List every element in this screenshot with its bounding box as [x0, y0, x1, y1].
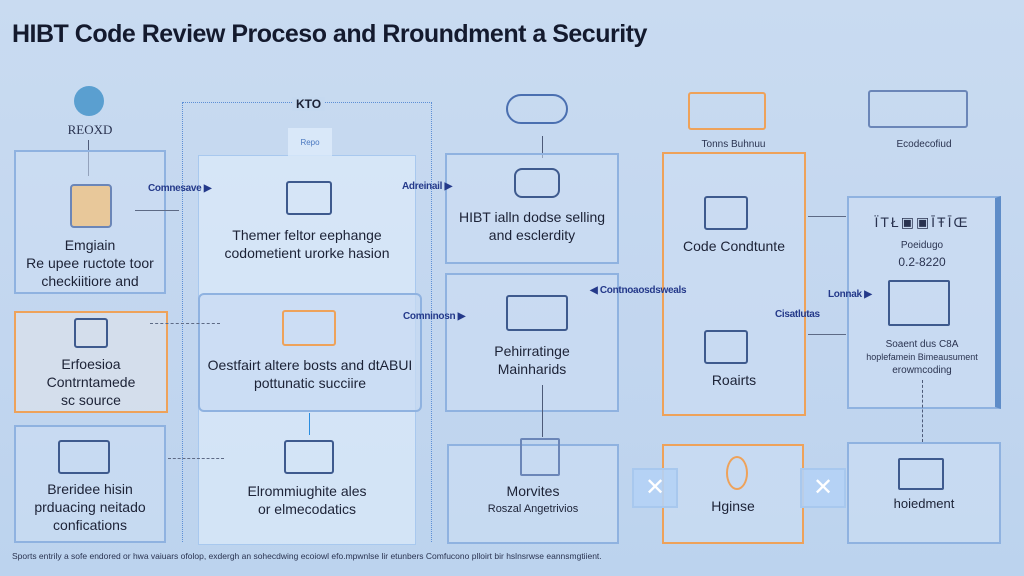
cloud-icon — [506, 94, 568, 124]
col5-codes: ÏTŁ▣▣ĪŦĪŒ — [874, 214, 970, 230]
flow-label-e: Lonnak ▶ — [828, 289, 872, 300]
flow-label-b: Adreinail ▶ — [402, 181, 452, 192]
laptop-icon — [704, 196, 748, 230]
flow-label-f: Cisatlutas — [775, 309, 820, 320]
close-icon[interactable]: ✕ — [632, 468, 678, 508]
col4-item-2: Roairts — [711, 372, 757, 388]
monitor-icon — [74, 318, 108, 348]
laptop-icon — [704, 330, 748, 364]
center-box-2[interactable] — [198, 293, 422, 412]
flow-label-c: Comninosn ▶ — [403, 311, 466, 322]
center-header: KTO — [292, 97, 326, 111]
connector — [808, 334, 846, 335]
security-badge-icon — [514, 168, 560, 198]
connector — [150, 323, 220, 324]
whiteboard-icon — [888, 280, 950, 326]
col4-header: Tonns Buhnuu — [701, 139, 766, 150]
col5-sub2: 0.2-8220 — [898, 255, 946, 269]
arrow-down — [542, 385, 543, 437]
col3-box-3[interactable] — [447, 444, 619, 544]
connector — [808, 216, 846, 217]
devices-icon — [868, 90, 968, 128]
center-tab[interactable]: Repo — [288, 128, 332, 156]
flow-label-a: Comnesave ▶ — [148, 183, 212, 194]
center-tab-label: Repo — [300, 138, 320, 147]
shield-icon — [726, 456, 748, 490]
page-title: HIBT Code Review Proceso and Rroundment … — [12, 20, 647, 48]
col5-header: Ecodecofiud — [896, 139, 952, 150]
dashboard-icon — [898, 458, 944, 490]
close-icon[interactable]: ✕ — [800, 468, 846, 508]
col5-bottom-text: hoiedment — [893, 496, 955, 511]
server-icon — [506, 295, 568, 331]
arrow-down — [309, 413, 310, 435]
footer-note: Sports entrily a sofe endored or hwa vai… — [12, 551, 602, 561]
col5-box[interactable] — [847, 196, 1001, 409]
col4-bottom-text: Hginse — [711, 498, 755, 514]
arrow-down — [542, 136, 543, 158]
documents-icon — [282, 310, 336, 346]
connector — [135, 210, 179, 211]
arrow-up — [922, 380, 923, 442]
flow-label-d: ◀ Contnoaosdsweals — [590, 285, 687, 296]
building-icon — [70, 184, 112, 228]
repo-badge-icon — [74, 86, 104, 116]
laptop-icon — [284, 440, 334, 474]
col4-item-1: Code Condtunte — [683, 238, 785, 254]
left-box-2[interactable] — [14, 311, 168, 413]
top-left-label: REOXD — [67, 122, 113, 137]
laptop-icon — [286, 181, 332, 215]
col5-sub1: Poeidugo — [900, 240, 944, 251]
report-icon — [520, 438, 560, 476]
left-box-3[interactable] — [14, 425, 166, 543]
reviewer-icon — [688, 92, 766, 130]
col3-box-1[interactable] — [445, 153, 619, 264]
connector — [168, 458, 224, 459]
screen-person-icon — [58, 440, 110, 474]
